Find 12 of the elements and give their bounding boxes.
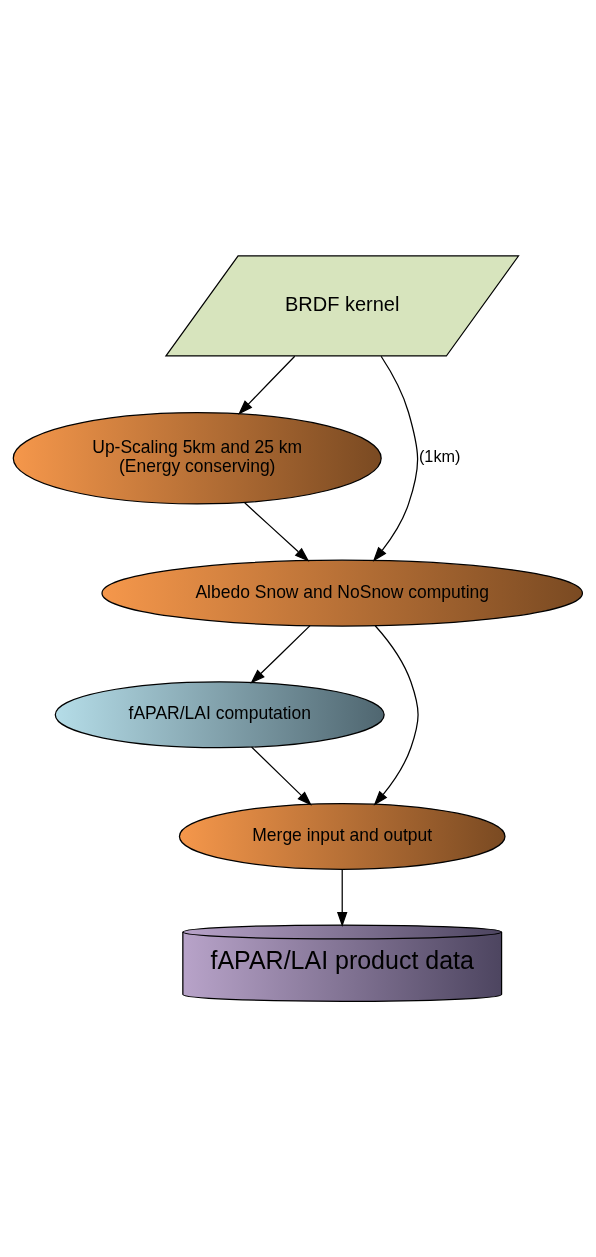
arrow [373, 625, 419, 806]
edge-label: (1km) [418, 447, 461, 466]
node-ellipse: Albedo Snow and NoSnow computing [101, 559, 584, 627]
node-ellipse: Up-Scaling 5km and 25 km (Energy conserving) [12, 411, 382, 505]
node-ellipse: Merge input and output [178, 802, 506, 870]
node-ellipse: fAPAR/LAI computation [54, 681, 385, 749]
arrow [250, 625, 311, 684]
arrow [336, 868, 348, 927]
arrow [244, 502, 310, 562]
arrow [238, 355, 296, 415]
arrow [372, 355, 419, 562]
arrow [250, 746, 312, 806]
